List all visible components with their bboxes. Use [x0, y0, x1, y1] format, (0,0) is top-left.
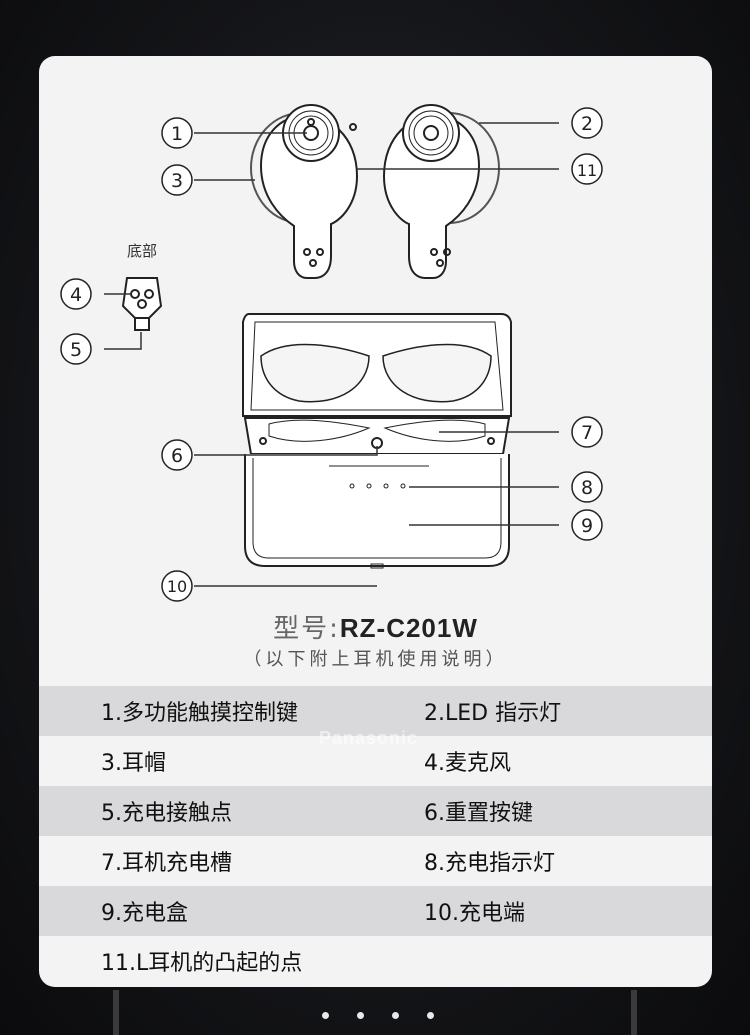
- case-indicator-dots: [0, 1000, 750, 1030]
- callout-11: 11: [577, 161, 597, 180]
- indicator-dot: [322, 1012, 329, 1019]
- left-earbud: [250, 104, 359, 279]
- model-value: RZ-C201W: [339, 613, 478, 643]
- legend-row: 7.耳机充电槽 8.充电指示灯: [39, 836, 712, 886]
- callout-9: 9: [581, 515, 593, 537]
- brand-watermark: Panasonic: [319, 728, 419, 748]
- bottom-view-label: 底部: [127, 242, 157, 260]
- legend-item: 1.多功能触摸控制键: [101, 701, 298, 726]
- legend-item: 2.LED 指示灯: [424, 701, 562, 726]
- case-edge-left: [113, 990, 119, 1035]
- legend-item: 7.耳机充电槽: [101, 851, 232, 876]
- callout-2: 2: [581, 113, 593, 135]
- legend-item: 5.充电接触点: [101, 801, 232, 826]
- callout-4: 4: [70, 284, 82, 306]
- model-label: 型号:: [273, 614, 340, 644]
- callout-1: 1: [171, 123, 183, 145]
- legend-item: 8.充电指示灯: [424, 851, 555, 876]
- callout-8: 8: [581, 477, 593, 499]
- legend-item: 3.耳帽: [101, 751, 166, 776]
- legend-item: 9.充电盒: [101, 901, 188, 926]
- legend-row: 3.耳帽 4.麦克风: [39, 736, 712, 786]
- legend-row: 11.L耳机的凸起的点: [39, 936, 712, 986]
- callout-3: 3: [171, 170, 183, 192]
- legend-item: 10.充电端: [424, 901, 525, 926]
- legend-row: 1.多功能触摸控制键 2.LED 指示灯: [39, 686, 712, 736]
- legend-item: 6.重置按键: [424, 801, 533, 826]
- callout-10: 10: [167, 577, 187, 596]
- charging-case: [242, 313, 512, 569]
- instruction-card: 1 3 2 11 4 5 6 7 8 9 10 底部 型号:RZ-C201W （…: [39, 56, 712, 987]
- right-earbud: [382, 104, 500, 279]
- legend-row: 9.充电盒 10.充电端: [39, 886, 712, 936]
- legend-item: 11.L耳机的凸起的点: [101, 951, 303, 976]
- legend-item: 4.麦克风: [424, 751, 511, 776]
- earbuds-diagram: 1 3 2 11 4 5 6 7 8 9 10 底部: [60, 104, 603, 602]
- model-note: （以下附上耳机使用说明）: [243, 649, 508, 670]
- model-number: 型号:RZ-C201W: [39, 608, 712, 645]
- parts-legend: 1.多功能触摸控制键 2.LED 指示灯 3.耳帽 4.麦克风 5.充电接触点 …: [39, 686, 712, 986]
- indicator-dot: [392, 1012, 399, 1019]
- earbud-bottom-view: [121, 277, 163, 331]
- indicator-dot: [357, 1012, 364, 1019]
- case-edge-right: [631, 990, 637, 1035]
- indicator-dot: [427, 1012, 434, 1019]
- legend-row: 5.充电接触点 6.重置按键: [39, 786, 712, 836]
- callout-7: 7: [581, 422, 593, 444]
- callout-6: 6: [171, 445, 183, 467]
- callout-5: 5: [70, 339, 82, 361]
